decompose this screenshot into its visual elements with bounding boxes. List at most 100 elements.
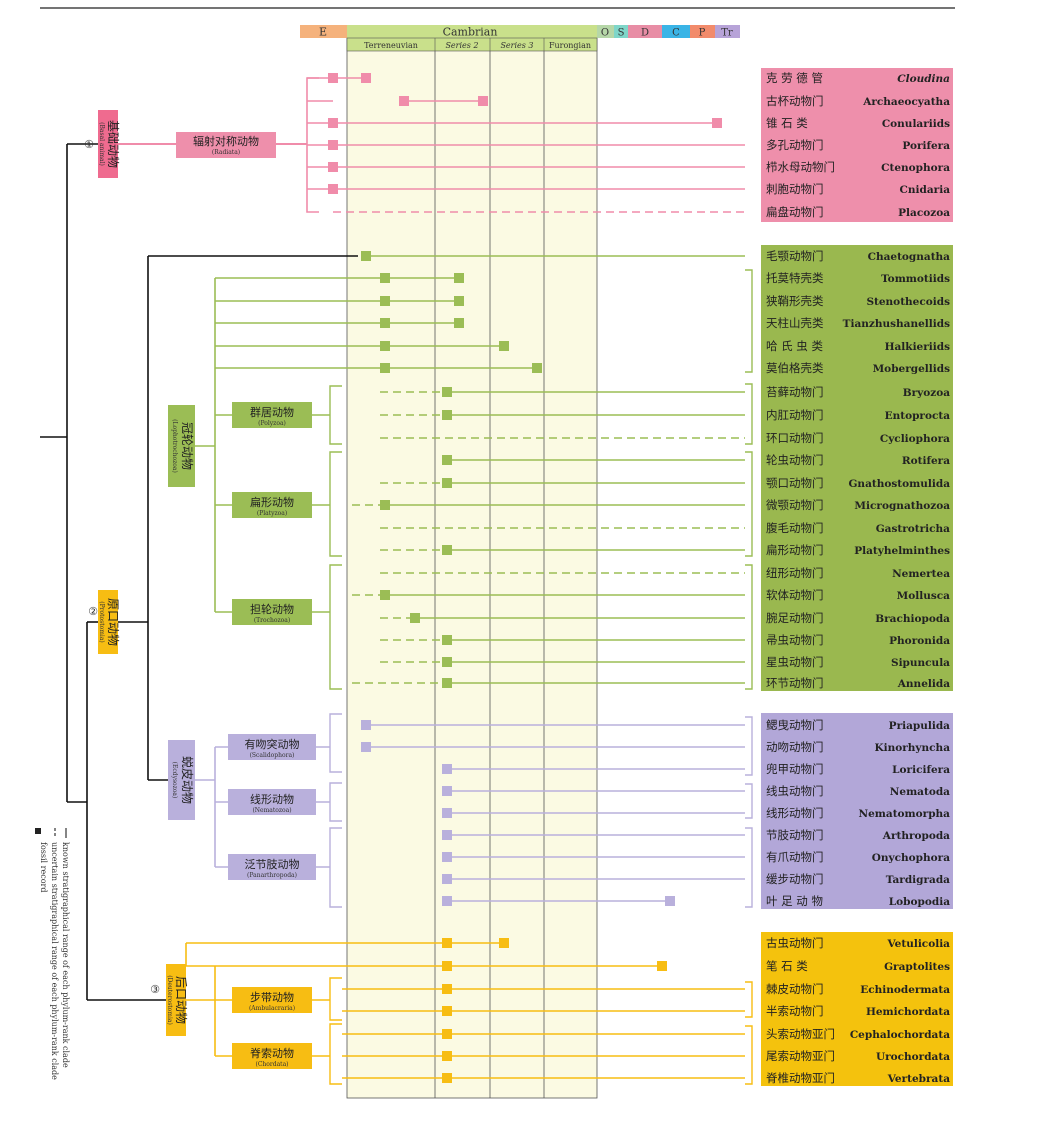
fossil-record-square — [361, 742, 371, 752]
legend-uncertain: uncertain stratigraphical range of each … — [50, 842, 59, 1080]
scalidophora-en: (Scalidophora) — [250, 752, 295, 759]
fossil-record-square — [442, 786, 452, 796]
protostomia-clade-label: ② 原口动物 (Protostomia) — [88, 590, 120, 654]
permian-box — [690, 25, 715, 38]
ediacaran-label: E — [319, 26, 327, 39]
taxon-en-label: Mollusca — [897, 590, 951, 602]
series-label: Furongian — [549, 41, 591, 50]
fossil-record-square — [361, 251, 371, 261]
lopho-cn: 冠轮动物 — [180, 422, 194, 470]
fossil-record-square — [442, 984, 452, 994]
taxon-cn-label: 轮虫动物门 — [766, 453, 824, 467]
fossil-record-square — [442, 961, 452, 971]
taxon-cn-label: 棘皮动物门 — [766, 982, 824, 996]
taxon-cn-label: 托莫特壳类 — [766, 271, 824, 285]
fossil-record-square — [380, 500, 390, 510]
right-bracket — [745, 981, 753, 1018]
proto-en: (Protostomia) — [98, 601, 105, 643]
radiata-cn: 辐射对称动物 — [193, 134, 259, 148]
taxon-en-label: Brachiopoda — [875, 613, 950, 625]
panarthropoda-cn: 泛节肢动物 — [245, 857, 300, 871]
panarthropoda-en: (Panarthropoda) — [247, 872, 297, 879]
period-label-o: O — [601, 28, 609, 39]
taxon-cn-label: 锥 石 类 — [766, 116, 808, 130]
taxon-cn-label: 帚虫动物门 — [766, 633, 824, 647]
radiata-box — [176, 132, 276, 158]
platyzoa-en: (Platyzoa) — [257, 510, 287, 517]
period-header: E Cambrian O S D C P Tr Terreneuvian Ser… — [300, 25, 740, 52]
trochozoa-box — [232, 599, 312, 625]
taxon-cn-label: 古虫动物门 — [766, 936, 824, 950]
taxon-cn-label: 哈 氏 虫 类 — [766, 339, 823, 353]
period-label-tr: Tr — [721, 28, 733, 39]
ecdy-taxa-band — [761, 713, 953, 909]
right-bracket — [745, 1025, 753, 1085]
taxon-cn-label: 有爪动物门 — [766, 850, 824, 864]
ecdy-en: (Ecdysozoa) — [171, 762, 178, 799]
series-label: Series 2 — [445, 41, 478, 50]
cambrian-box — [347, 25, 597, 38]
legend: known stratigraphical range of each phyl… — [35, 828, 70, 1080]
taxon-en-label: Cephalochordata — [850, 1029, 950, 1041]
taxon-cn-label: 线虫动物门 — [766, 784, 824, 798]
chordata-box — [232, 1043, 312, 1069]
fossil-record-square — [442, 938, 452, 948]
fossil-record-square — [442, 764, 452, 774]
fossil-record-square — [442, 1051, 452, 1061]
fossil-record-square — [380, 590, 390, 600]
taxon-en-label: Graptolites — [884, 961, 950, 973]
basal-number: ① — [84, 138, 94, 151]
fossil-record-square — [442, 387, 452, 397]
taxon-cn-label: 天柱山壳类 — [766, 316, 824, 330]
panarthropoda-box — [228, 854, 316, 880]
fossil-record-square — [442, 478, 452, 488]
triassic-box — [715, 25, 740, 38]
proto-cn: 原口动物 — [106, 598, 120, 646]
lopho-box — [168, 405, 195, 487]
taxon-en-label: Mobergellids — [873, 363, 951, 375]
taxon-en-label: Arthropoda — [882, 830, 950, 842]
taxon-en-label: Rotifera — [902, 455, 950, 467]
legend-known: known stratigraphical range of each phyl… — [61, 842, 70, 1068]
series-label: Terreneuvian — [364, 41, 418, 50]
taxon-en-label: Vertebrata — [887, 1073, 950, 1085]
taxon-cn-label: 腹毛动物门 — [766, 521, 824, 535]
left-bracket — [329, 564, 342, 690]
left-bracket — [329, 782, 342, 822]
fossil-record-square — [454, 318, 464, 328]
left-bracket — [329, 713, 342, 773]
taxon-cn-label: 半索动物门 — [766, 1004, 824, 1018]
fossil-record-square — [380, 318, 390, 328]
taxon-en-label: Conulariids — [882, 118, 950, 130]
subclade-layer: 辐射对称动物(Radiata)群居动物(Polyzoa)扁形动物(Platyzo… — [176, 132, 316, 1069]
period-label-d: D — [641, 28, 649, 39]
taxon-en-label: Cycliophora — [880, 433, 950, 445]
right-bracket — [745, 827, 753, 908]
taxon-en-label: Porifera — [902, 140, 950, 152]
taxon-en-label: Micrognathozoa — [854, 500, 950, 512]
right-bracket — [745, 716, 753, 776]
taxon-cn-label: 纽形动物门 — [766, 566, 824, 580]
nematozoa-en: (Nematozoa) — [252, 807, 291, 814]
chordata-en: (Chordata) — [255, 1061, 288, 1068]
ambulacraria-cn: 步带动物 — [250, 990, 294, 1004]
ediacaran-box — [300, 25, 347, 38]
taxon-en-label: Gnathostomulida — [848, 478, 950, 490]
right-bracket — [745, 451, 753, 557]
taxon-cn-label: 多孔动物门 — [766, 138, 824, 152]
taxon-cn-label: 微颚动物门 — [766, 498, 824, 512]
polyzoa-cn: 群居动物 — [250, 405, 294, 419]
fossil-record-square — [442, 678, 452, 688]
silurian-box — [614, 25, 628, 38]
deut-taxa-band — [761, 932, 953, 1086]
lopho-en: (Lophotrochozoa) — [171, 419, 178, 473]
fossil-record-square — [328, 184, 338, 194]
fossil-record-square — [442, 410, 452, 420]
fossil-record-square — [410, 613, 420, 623]
deut-en: (Deuterostomia) — [166, 975, 173, 1025]
deut-cn: 后口动物 — [174, 976, 188, 1024]
taxon-en-label: Phoronida — [889, 635, 950, 647]
radiata-en: (Radiata) — [212, 149, 240, 156]
taxon-en-label: Annelida — [897, 678, 950, 690]
